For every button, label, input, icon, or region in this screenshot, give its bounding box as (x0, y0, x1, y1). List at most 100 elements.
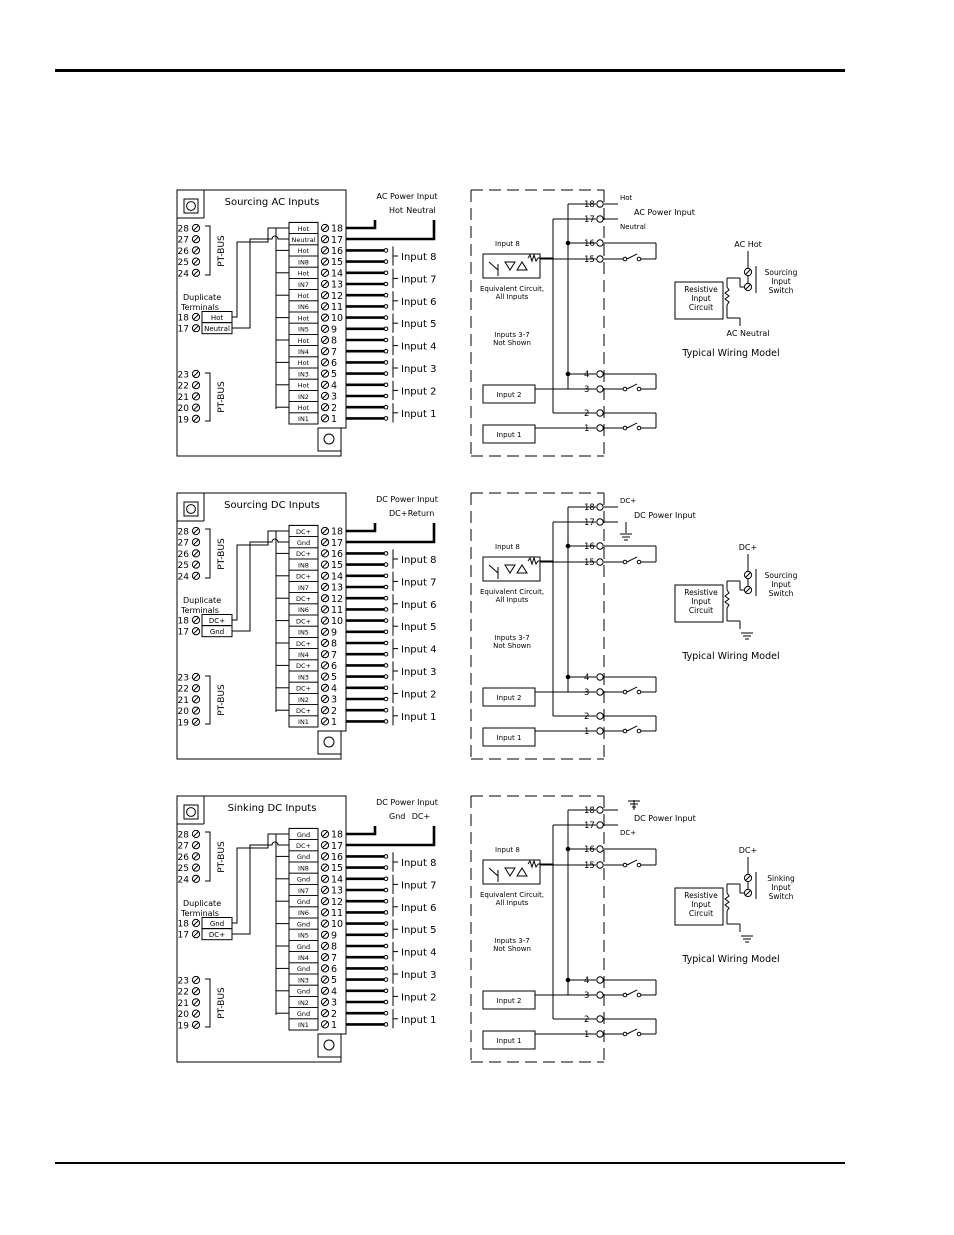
screw-terminal-icon (191, 257, 201, 266)
switch-contact (636, 689, 642, 695)
wire-end (383, 416, 389, 421)
optocoupler-box (482, 556, 541, 582)
screw-slot (193, 831, 199, 837)
model-bottom-label: AC Neutral (727, 329, 770, 338)
switch-contact (636, 862, 642, 868)
screw-slot (193, 617, 199, 623)
dup-wire-1 (232, 227, 289, 318)
eq-power-note: Hot (620, 194, 633, 202)
switch-contact (636, 992, 642, 998)
screw-terminal-icon (320, 571, 330, 580)
power-input-title: AC Power Input (377, 192, 438, 201)
resistive-label: Circuit (689, 303, 713, 312)
switch-label: Sinking (767, 874, 795, 883)
terminal-number: 1 (331, 1020, 337, 1031)
bus-terminal-number: 28 (178, 528, 190, 538)
module-outline (176, 795, 347, 1063)
terminal-strip (288, 221, 319, 425)
terminal-cell-label: IN8 (298, 864, 309, 872)
screw-slot (322, 696, 328, 702)
wire-end (383, 685, 389, 691)
resistive-circuit-box (674, 281, 724, 320)
screw-terminal-icon (191, 717, 201, 726)
eq-terminal-circle (596, 424, 604, 432)
input-label: Input 6 (401, 297, 436, 308)
eq-input2-label: Input 2 (497, 391, 522, 399)
eq-terminal-circle (596, 727, 604, 735)
screw-terminal-icon (743, 282, 753, 292)
screw-slot (193, 225, 199, 231)
terminal-cell-label: DC+ (296, 573, 311, 581)
wire-end (383, 248, 389, 253)
screw-terminal-icon (191, 246, 201, 255)
duplicate-terminals-label: Duplicate (183, 596, 221, 605)
terminal-cell-label: IN1 (298, 1021, 309, 1029)
wiring-panel-1: Sourcing AC Inputs28272625242322212019PT… (176, 189, 798, 457)
screw-slot (193, 393, 199, 400)
eq-terminal-number: 4 (584, 976, 589, 986)
switch-contact (622, 1031, 628, 1037)
input-label: Input 4 (401, 645, 436, 656)
resistive-label: Resistive (684, 285, 718, 294)
terminal-number: 15 (331, 257, 343, 268)
wire-end (383, 932, 389, 938)
eq-power-note: DC+ (620, 497, 636, 505)
terminal-number: 11 (331, 908, 343, 919)
screw-slot (193, 539, 199, 546)
power-input-right: DC+ (412, 812, 430, 821)
screw-terminal-icon (191, 829, 201, 839)
eq-terminal-circle (596, 712, 604, 720)
terminal-cell-label: IN2 (298, 696, 309, 704)
equivalent-circuit-label: All Inputs (496, 596, 529, 604)
power-wire-2 (346, 220, 436, 241)
pt-bus-label: PT-BUS (217, 235, 227, 267)
mount-hole-icon (323, 433, 335, 445)
screw-slot (193, 988, 199, 995)
switch-blade (626, 1028, 638, 1035)
screw-terminal-icon (320, 235, 330, 244)
terminal-cell-label: Gnd (297, 965, 310, 973)
input-label: Input 6 (401, 903, 436, 914)
terminal-cell-label: IN2 (298, 999, 309, 1007)
eq-input2-box (482, 384, 536, 404)
model-top-label: AC Hot (734, 240, 762, 249)
screw-slot (322, 707, 328, 714)
screw-terminal-icon (743, 267, 753, 277)
bus-terminal-number: 25 (178, 561, 189, 571)
eq-terminal-circle (596, 558, 604, 566)
screw-terminal-icon (320, 650, 330, 659)
bus-terminal-number: 20 (178, 1010, 190, 1020)
terminal-cell-label: Gnd (297, 898, 310, 906)
terminal-cell-label: DC+ (296, 842, 311, 850)
switch-contact (622, 862, 628, 868)
bus-terminal-number: 27 (178, 842, 189, 852)
switch-blade (626, 859, 638, 866)
screw-slot (193, 415, 199, 422)
terminal-cell-label: IN8 (298, 561, 309, 569)
mount-hole-top (183, 501, 199, 517)
switch-contact (636, 425, 642, 431)
screw-terminal-icon (320, 694, 330, 704)
resistive-circuit-box (674, 887, 724, 926)
eq-terminal-circle (596, 845, 604, 853)
eq-terminal-number: 17 (584, 215, 595, 225)
terminal-number: 13 (331, 886, 343, 897)
screw-slot (322, 898, 328, 905)
inputs-not-shown-label: Inputs 3-7 (494, 331, 529, 339)
screw-terminal-icon (320, 594, 330, 603)
resistive-label: Resistive (684, 588, 718, 597)
screw-terminal-icon (191, 324, 201, 333)
screw-terminal-icon (320, 302, 330, 311)
pt-bus-label: PT-BUS (217, 538, 227, 570)
terminal-number: 10 (331, 616, 343, 627)
terminal-cell-label: IN5 (298, 932, 309, 940)
junction (565, 240, 571, 246)
dup-terminal-label: DC+ (209, 931, 225, 939)
eq-input2-label: Input 2 (497, 997, 522, 1005)
resistor-icon (724, 286, 730, 306)
screw-slot (322, 864, 328, 871)
screw-slot (193, 707, 199, 714)
screw-terminal-icon (320, 279, 330, 289)
screw-slot (322, 325, 328, 332)
equivalent-circuit-label: Equivalent Circuit, (480, 891, 544, 899)
